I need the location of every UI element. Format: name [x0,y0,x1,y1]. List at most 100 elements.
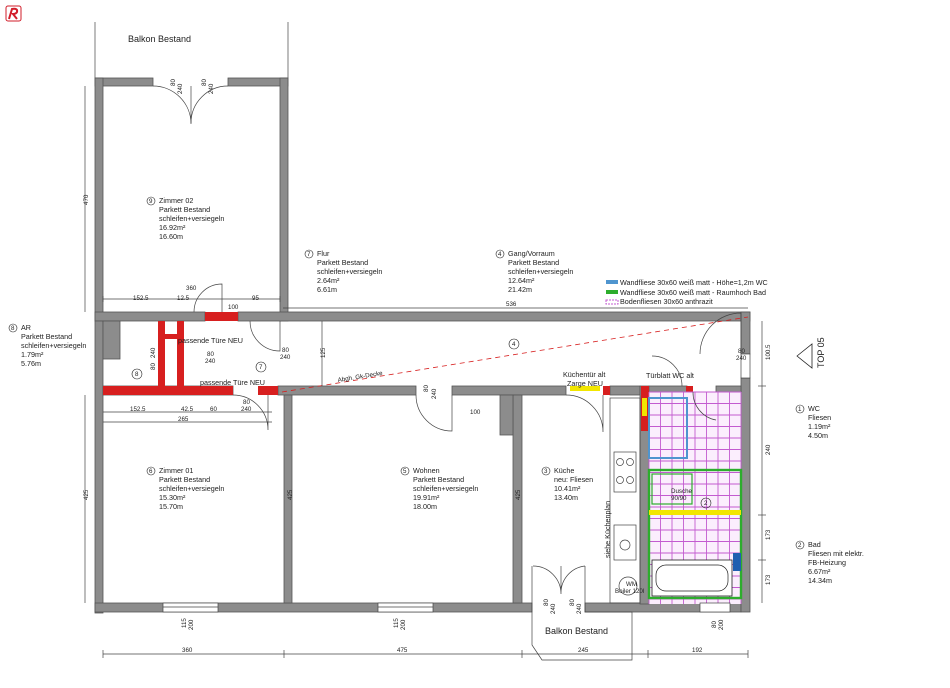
svg-text:Flur: Flur [317,249,330,258]
svg-text:240: 240 [431,388,438,399]
svg-text:neu: Fliesen: neu: Fliesen [554,475,593,484]
svg-text:Fliesen mit elektr.: Fliesen mit elektr. [808,549,864,558]
svg-text:Parkett Bestand: Parkett Bestand [159,205,210,214]
svg-text:16.60m: 16.60m [159,232,183,241]
svg-text:152.5: 152.5 [130,406,146,413]
svg-text:9: 9 [149,198,153,205]
legend: Wandfliese 30x60 weiß matt - Höhe=1,2m W… [605,278,768,306]
legend-item-wc: Wandfliese 30x60 weiß matt - Höhe=1,2m W… [620,278,768,287]
svg-text:Parkett Bestand: Parkett Bestand [317,258,368,267]
windows [162,353,751,613]
svg-text:100: 100 [228,304,239,311]
svg-text:7: 7 [307,251,311,258]
svg-text:173: 173 [765,529,772,540]
svg-text:Dusche: Dusche [671,488,693,495]
svg-text:100: 100 [470,409,481,416]
svg-text:360: 360 [186,285,197,292]
svg-text:Zimmer 02: Zimmer 02 [159,196,193,205]
svg-text:115: 115 [181,618,188,628]
svg-text:95: 95 [252,295,259,302]
svg-text:schleifen+versiegeln: schleifen+versiegeln [159,214,224,223]
room-flur: 7 Flur Parkett Bestand schleifen+versieg… [304,249,382,294]
svg-text:4.50m: 4.50m [808,431,828,440]
svg-text:80: 80 [569,599,576,606]
svg-text:80: 80 [282,347,289,354]
ceiling-note: Abgh. Gk-Decke [337,370,383,384]
svg-text:siehe Küchenplan: siehe Küchenplan [603,501,612,558]
svg-text:Bad: Bad [808,540,821,549]
svg-text:Gang/Vorraum: Gang/Vorraum [508,249,555,258]
svg-text:Türblatt WC alt: Türblatt WC alt [646,371,694,380]
svg-text:1.19m²: 1.19m² [808,422,831,431]
svg-text:100.5: 100.5 [765,344,772,360]
svg-text:1.79m²: 1.79m² [21,350,44,359]
svg-text:15.70m: 15.70m [159,502,183,511]
svg-text:80: 80 [150,363,157,370]
svg-text:12.5: 12.5 [177,295,190,302]
svg-text:173: 173 [765,574,772,585]
svg-text:4: 4 [498,251,502,258]
svg-text:200: 200 [718,619,725,630]
room-bad: 2 Bad Fliesen mit elektr. FB-Heizung 6.6… [795,540,864,585]
room-wohnen: 5 Wohnen Parkett Bestand schleifen+versi… [400,466,478,511]
svg-text:Boiler 120l: Boiler 120l [615,588,644,595]
legend-item-bad: Wandfliese 30x60 weiß matt - Raumhoch Ba… [620,288,766,297]
brand-logo [5,5,22,22]
svg-text:TOP 05: TOP 05 [816,337,826,368]
room-gang: 4 Gang/Vorraum Parkett Bestand schleifen… [495,249,573,294]
svg-text:5.76m: 5.76m [21,359,41,368]
svg-text:240: 240 [736,355,747,362]
room-zimmer02: 9 Zimmer 02 Parkett Bestand schleifen+ve… [146,196,224,241]
svg-text:WC: WC [808,404,820,413]
svg-text:475: 475 [397,647,408,654]
svg-text:6.61m: 6.61m [317,285,337,294]
svg-text:80: 80 [201,79,208,86]
svg-text:8: 8 [135,371,139,378]
svg-text:Parkett Bestand: Parkett Bestand [413,475,464,484]
balcony-bottom-label: Balkon Bestand [545,626,608,636]
svg-text:AR: AR [21,323,31,332]
svg-text:passende Türe NEU: passende Türe NEU [178,336,243,345]
dimension-texts: 360 152.5 12.5 100 95 536 152.5 42.5 60 … [83,194,772,654]
svg-text:80: 80 [243,399,250,406]
svg-text:FB-Heizung: FB-Heizung [808,558,846,567]
room-zimmer01: 6 Zimmer 01 Parkett Bestand schleifen+ve… [146,466,224,511]
svg-text:schleifen+versiegeln: schleifen+versiegeln [317,267,382,276]
svg-text:15.30m²: 15.30m² [159,493,186,502]
svg-text:schleifen+versiegeln: schleifen+versiegeln [413,484,478,493]
svg-text:240: 240 [177,83,184,94]
svg-text:60: 60 [210,406,217,413]
svg-text:360: 360 [182,647,193,654]
svg-text:80: 80 [711,621,718,628]
svg-text:5: 5 [403,468,407,475]
svg-text:240: 240 [576,603,583,614]
svg-text:470: 470 [83,194,90,205]
svg-text:115: 115 [393,618,400,628]
svg-text:200: 200 [400,619,407,630]
svg-text:7: 7 [259,364,263,371]
svg-text:schleifen+versiegeln: schleifen+versiegeln [159,484,224,493]
svg-text:200: 200 [188,619,195,630]
svg-text:240: 240 [241,406,252,413]
svg-text:12.64m²: 12.64m² [508,276,535,285]
svg-text:8: 8 [11,325,15,332]
svg-text:90/90: 90/90 [671,495,687,502]
svg-text:schleifen+versiegeln: schleifen+versiegeln [508,267,573,276]
svg-text:Fliesen: Fliesen [808,413,831,422]
room-wc: 1 WC Fliesen 1.19m² 4.50m [795,404,831,440]
svg-text:4: 4 [512,341,516,348]
top-marker: TOP 05 [796,337,826,369]
walls [94,77,751,614]
svg-text:13.40m: 13.40m [554,493,578,502]
svg-text:10.41m²: 10.41m² [554,484,581,493]
doors [152,85,742,595]
legend-item-floor: Bodenfliesen 30x60 anthrazit [620,297,713,306]
svg-text:125: 125 [320,347,327,358]
kitchen-counter [609,397,641,604]
svg-text:Küchentür alt: Küchentür alt [563,370,605,379]
svg-text:80: 80 [170,79,177,86]
svg-text:6: 6 [149,468,153,475]
svg-text:passende Türe NEU: passende Türe NEU [200,378,265,387]
svg-text:Wohnen: Wohnen [413,466,440,475]
